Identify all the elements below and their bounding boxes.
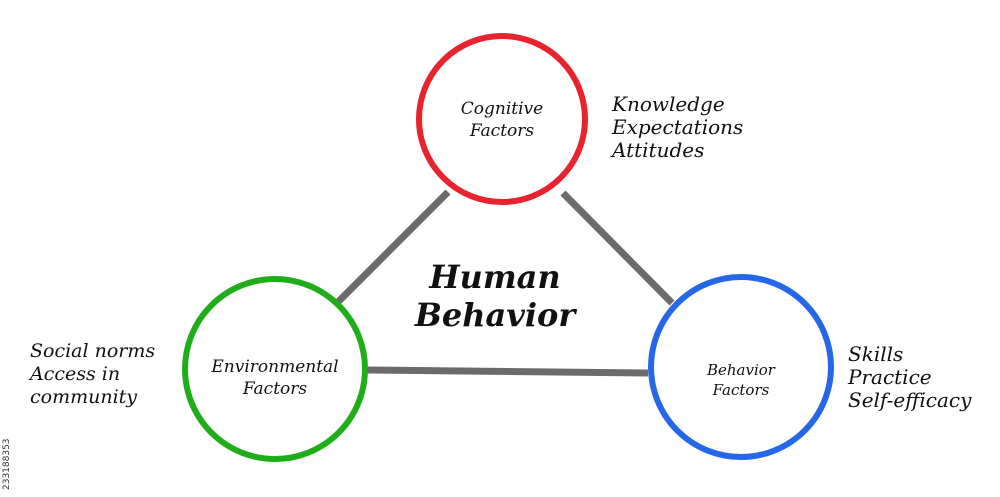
connector-cognitive-environmental [335, 189, 451, 305]
connector-cognitive-behavior [560, 190, 675, 306]
connector-environmental-behavior [366, 366, 649, 377]
cognitive-factors-circle [416, 33, 588, 205]
behavior-factors-line2: Factors [712, 381, 770, 399]
environmental-factors-label: Environmental Factors [186, 356, 364, 400]
behavior-detail-1: Skills [848, 342, 904, 366]
behavior-detail-2: Practice [848, 365, 932, 389]
environmental-details: Social norms Access in community [30, 340, 155, 409]
stock-id-label: 233188353 [2, 438, 12, 490]
cognitive-factors-label: Cognitive Factors [432, 98, 572, 142]
behavior-factors-circle [648, 274, 834, 460]
cognitive-detail-1: Knowledge [612, 92, 725, 116]
cognitive-factors-line2: Factors [469, 121, 535, 141]
behavior-detail-3: Self-efficacy [848, 388, 972, 412]
environmental-detail-2: Access in [30, 363, 121, 385]
environmental-detail-1: Social norms [30, 340, 156, 362]
environmental-detail-3: community [30, 386, 138, 408]
cognitive-detail-3: Attitudes [612, 138, 705, 162]
cognitive-factors-line1: Cognitive [460, 99, 544, 119]
environmental-factors-line1: Environmental [211, 357, 339, 377]
cognitive-details: Knowledge Expectations Attitudes [612, 93, 743, 162]
environmental-factors-circle [182, 276, 368, 462]
behavior-factors-line1: Behavior [707, 361, 775, 379]
cognitive-detail-2: Expectations [612, 115, 744, 139]
center-title-line1: Human [429, 258, 561, 296]
environmental-factors-line2: Factors [242, 379, 308, 399]
center-title-line2: Behavior [414, 296, 576, 334]
behavior-details: Skills Practice Self-efficacy [848, 343, 971, 412]
behavior-factors-label: Behavior Factors [671, 360, 811, 400]
human-behavior-title: Human Behavior [380, 258, 610, 334]
